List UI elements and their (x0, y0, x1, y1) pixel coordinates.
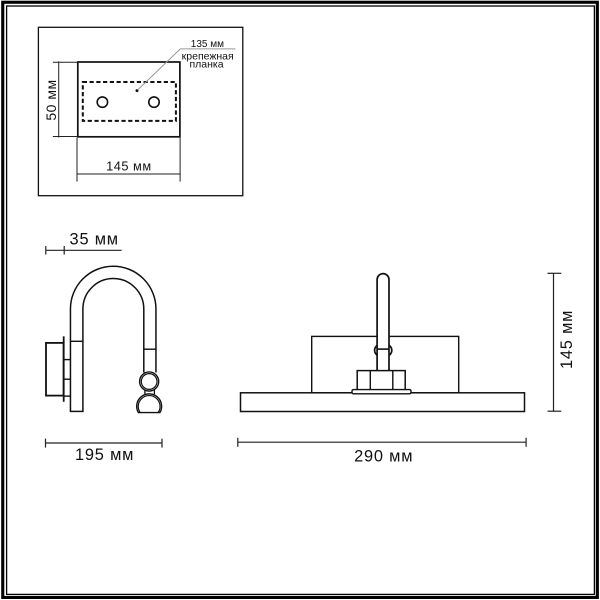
svg-text:35 мм: 35 мм (70, 230, 119, 248)
svg-text:145 мм: 145 мм (106, 159, 152, 174)
svg-text:планка: планка (189, 59, 223, 71)
svg-text:50 мм: 50 мм (43, 79, 59, 120)
svg-text:195 мм: 195 мм (75, 446, 134, 464)
svg-text:145 мм: 145 мм (558, 310, 576, 369)
svg-text:135 мм: 135 мм (191, 39, 224, 50)
svg-text:290 мм: 290 мм (354, 448, 413, 466)
svg-text:крепежная: крепежная (182, 51, 234, 63)
